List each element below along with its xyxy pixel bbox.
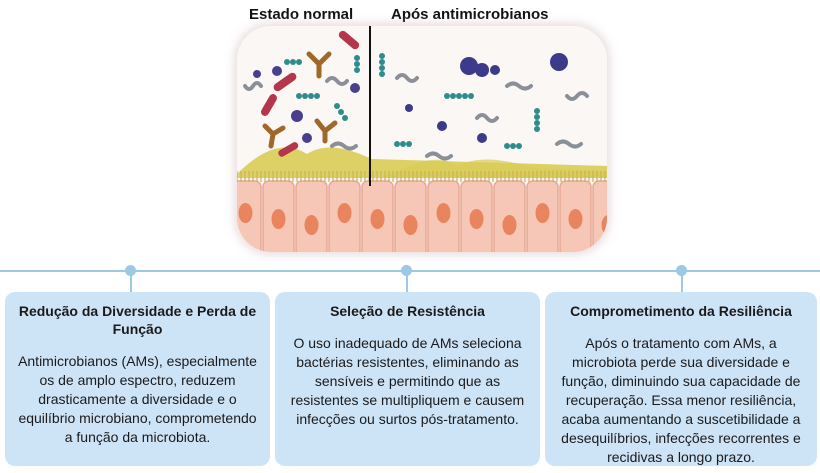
card-diversity-loss: Redução da Diversidade e Perda de Função… xyxy=(5,292,270,466)
timeline-connector-2 xyxy=(406,275,408,293)
cell-nucleus xyxy=(568,209,583,229)
cell-nucleus xyxy=(436,203,451,223)
cell-nucleus xyxy=(535,203,550,223)
timeline-dot-1 xyxy=(125,265,136,276)
card-title: Redução da Diversidade e Perda de Função xyxy=(18,303,257,337)
bacteria-normal xyxy=(243,30,360,157)
timeline-connector-3 xyxy=(681,275,683,293)
normal-state-label: Estado normal xyxy=(249,6,354,23)
timeline-connector-1 xyxy=(130,275,132,293)
cell-nucleus xyxy=(469,209,484,229)
card-title: Comprometimento da Resiliência xyxy=(570,303,792,319)
bacteria-after xyxy=(379,53,589,161)
card-body: Após o tratamento com AMs, a microbiota … xyxy=(561,335,801,465)
card-resilience-compromise: Comprometimento da Resiliência Após o tr… xyxy=(545,292,817,466)
cell-nucleus xyxy=(304,215,319,235)
cell-nucleus xyxy=(238,203,253,223)
timeline-dot-3 xyxy=(676,265,687,276)
cell-nucleus xyxy=(337,203,352,223)
card-body: Antimicrobianos (AMs), especialmente os … xyxy=(18,353,257,445)
after-antimicrobials-label: Após antimicrobianos xyxy=(391,6,549,23)
card-body: O uso inadequado de AMs seleciona bactér… xyxy=(290,335,525,427)
timeline-dot-2 xyxy=(401,265,412,276)
microvilli xyxy=(237,171,606,182)
microbiota-illustration xyxy=(237,26,607,252)
cell-nucleus xyxy=(271,209,286,229)
epithelial-cells xyxy=(237,180,607,252)
cell-nucleus xyxy=(502,215,517,235)
cell-nucleus xyxy=(403,215,418,235)
cell-nucleus xyxy=(370,209,385,229)
card-title: Seleção de Resistência xyxy=(330,303,485,319)
card-resistance-selection: Seleção de Resistência O uso inadequado … xyxy=(275,292,540,466)
